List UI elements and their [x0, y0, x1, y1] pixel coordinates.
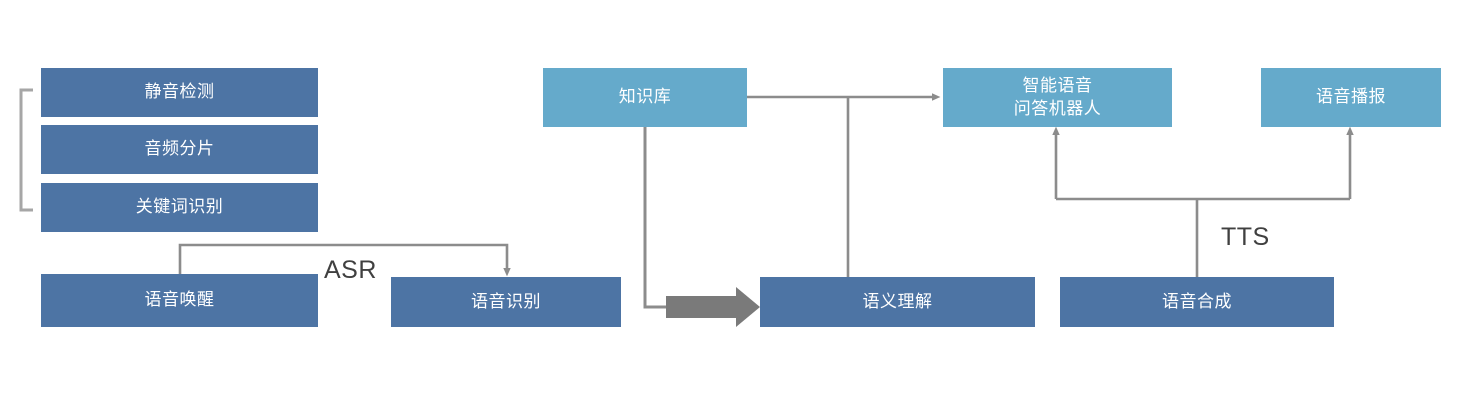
node-label: 关键词识别: [135, 197, 224, 217]
node-label: 语音识别: [471, 291, 541, 311]
node-label: 智能语音 问答机器人: [1013, 75, 1102, 118]
node-label: 语义理解: [862, 291, 933, 311]
node-label: 语音合成: [1162, 291, 1232, 311]
wakeup-feature-bracket: [19, 88, 33, 212]
node-voice-wakeup[interactable]: 语音唤醒: [41, 274, 318, 327]
edge-label-asr: ASR: [324, 256, 377, 284]
node-voice-broadcast[interactable]: 语音播报: [1261, 68, 1441, 127]
block-arrow-asr-to-nlu: [666, 287, 760, 327]
node-label: 静音检测: [144, 82, 215, 102]
edge-tts-branch: [1052, 126, 1354, 277]
node-silence-detection[interactable]: 静音检测: [41, 68, 318, 117]
node-label: 语音播报: [1316, 87, 1386, 107]
node-label: 知识库: [618, 87, 672, 107]
node-semantic-understanding[interactable]: 语义理解: [760, 277, 1035, 327]
node-label: 语音唤醒: [144, 290, 215, 310]
node-audio-segmentation[interactable]: 音频分片: [41, 125, 318, 174]
node-keyword-spotting[interactable]: 关键词识别: [41, 183, 318, 232]
edge-kb-to-semantic: [643, 127, 672, 309]
node-speech-synthesis[interactable]: 语音合成: [1060, 277, 1334, 327]
node-qa-robot[interactable]: 智能语音 问答机器人: [943, 68, 1172, 127]
edge-wakeup-to-asr: [178, 243, 511, 277]
node-knowledge-base[interactable]: 知识库: [543, 68, 747, 127]
node-label: 音频分片: [144, 139, 215, 159]
edge-label-tts: TTS: [1221, 223, 1270, 251]
node-speech-recognition[interactable]: 语音识别: [391, 277, 621, 327]
